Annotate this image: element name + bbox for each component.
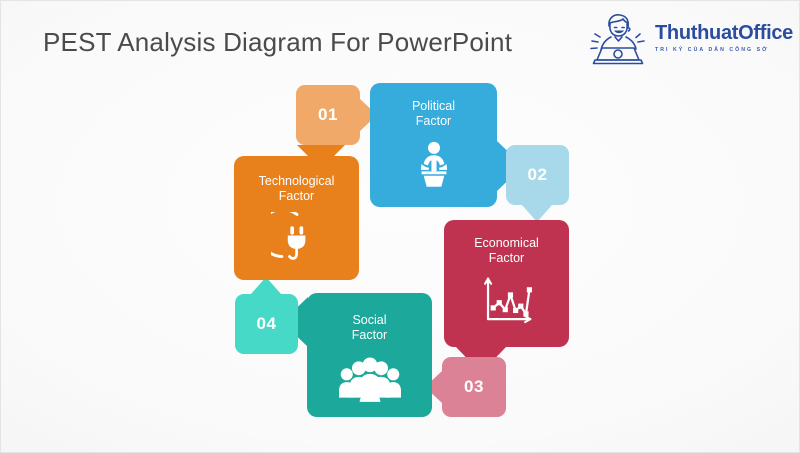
political-factor-label: Political Factor — [411, 99, 456, 128]
economical-factor-panel[interactable]: Economical Factor — [444, 220, 569, 347]
technological-factor-panel[interactable]: Technological Factor — [234, 156, 359, 280]
logo-tagline: TRI KỶ CỦA DÂN CÔNG SỞ — [655, 47, 769, 53]
man-with-laptop-icon — [590, 14, 645, 65]
social-factor-label: Social Factor — [351, 313, 388, 342]
step-number-01: 01 — [318, 105, 338, 124]
logo-brand-name: ThuthuatOffice — [655, 22, 794, 44]
line-chart-icon — [483, 277, 532, 324]
brand-logo[interactable]: ThuthuatOffice TRI KỶ CỦA DÂN CÔNG SỞ — [587, 9, 793, 67]
chip-04-pointer-up-icon — [251, 277, 281, 294]
step-number-03: 03 — [464, 377, 484, 396]
page-title: PEST Analysis Diagram For PowerPoint — [43, 27, 513, 57]
economical-factor-label: Economical Factor — [474, 236, 539, 265]
step-number-chip-01[interactable]: 01 — [296, 85, 360, 145]
technological-factor-label: Technological Factor — [258, 174, 335, 203]
power-plug-icon — [270, 212, 305, 260]
step-number-chip-02[interactable]: 02 — [506, 145, 569, 205]
step-number-chip-03[interactable]: 03 — [442, 357, 506, 417]
people-group-icon — [338, 357, 401, 402]
logo-text-block: ThuthuatOffice TRI KỶ CỦA DÂN CÔNG SỞ — [655, 22, 794, 54]
social-factor-panel[interactable]: Social Factor — [307, 293, 432, 417]
step-number-02: 02 — [527, 165, 548, 184]
step-number-04: 04 — [256, 314, 277, 333]
step-number-chip-04[interactable]: 04 — [235, 294, 298, 354]
speaker-podium-icon — [420, 141, 447, 187]
chip-02-pointer-down-icon — [522, 205, 552, 222]
political-factor-panel[interactable]: Political Factor — [370, 83, 497, 207]
